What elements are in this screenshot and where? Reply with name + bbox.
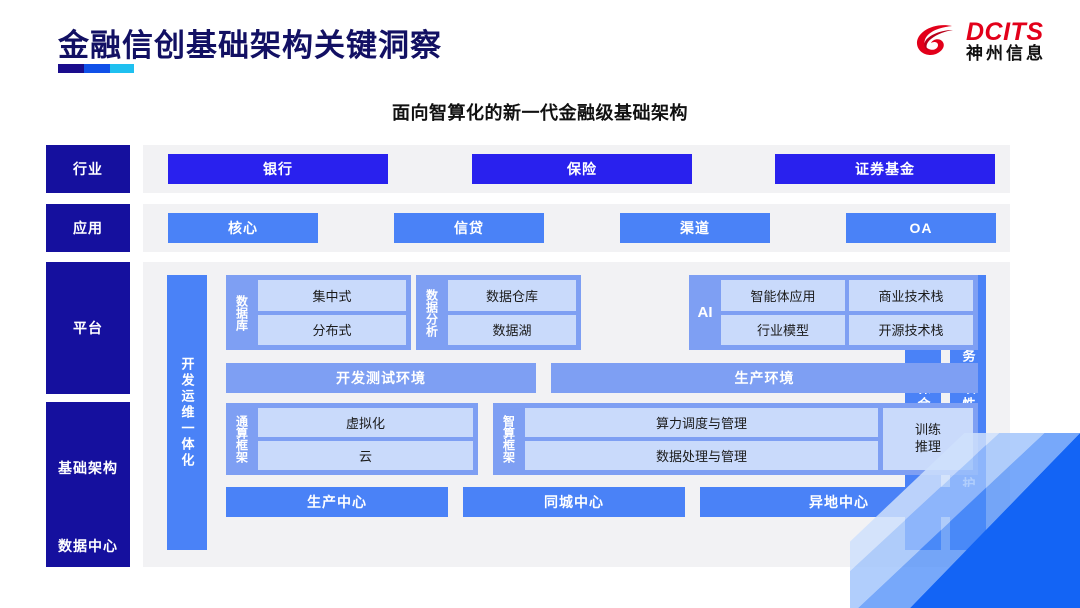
cell-commercial-tech-stack[interactable]: 商业技术栈 xyxy=(849,280,973,311)
group-intelligent-compute-framework: 智算框架 算力调度与管理 数据处理与管理 训练 推理 xyxy=(493,403,978,475)
vertical-bar-devops[interactable]: 开发运维一体化 xyxy=(167,275,207,550)
cell-industry-model[interactable]: 行业模型 xyxy=(721,314,845,345)
group-ai-label: AI xyxy=(697,304,713,321)
page-header: 金融信创基础架构关键洞察 DCITS 神州信息 xyxy=(0,0,1080,92)
industry-chip-bank[interactable]: 银行 xyxy=(168,154,388,184)
group-database: 数据库 集中式 分布式 xyxy=(226,275,411,350)
cell-data-processing[interactable]: 数据处理与管理 xyxy=(525,441,878,470)
cell-virtualization[interactable]: 虚拟化 xyxy=(258,408,473,437)
diagram-subtitle: 面向智算化的新一代金融级基础架构 xyxy=(392,103,688,123)
group-data-analysis-label: 数据分析 xyxy=(424,288,439,337)
application-panel: 核心 信贷 渠道 OA xyxy=(143,204,1010,252)
group-database-label: 数据库 xyxy=(234,294,249,331)
platform-work-area: 数据库 集中式 分布式 数据分析 数据仓库 数据湖 AI 智能体应用 xyxy=(226,275,978,550)
group-intelligent-compute-label: 智算框架 xyxy=(501,415,516,463)
sidebar-item-datacenter[interactable]: 数据中心 xyxy=(46,525,130,567)
cell-opensource-tech-stack[interactable]: 开源技术栈 xyxy=(849,314,973,345)
application-chip-core[interactable]: 核心 xyxy=(168,213,318,243)
company-logo: DCITS 神州信息 xyxy=(912,18,1046,64)
application-chip-credit[interactable]: 信贷 xyxy=(394,213,544,243)
cell-distributed[interactable]: 分布式 xyxy=(258,314,406,345)
logo-text-en: DCITS xyxy=(966,17,1044,46)
sidebar-item-platform[interactable]: 平台 xyxy=(46,262,130,394)
sidebar-item-infrastructure[interactable]: 基础架构 xyxy=(46,402,130,534)
datacenter-bar-remote[interactable]: 异地中心 xyxy=(700,487,978,517)
industry-chip-insurance[interactable]: 保险 xyxy=(472,154,692,184)
cell-agent-application[interactable]: 智能体应用 xyxy=(721,280,845,311)
accent-segment-navy xyxy=(58,64,84,73)
application-chip-oa[interactable]: OA xyxy=(846,213,996,243)
cell-data-lake[interactable]: 数据湖 xyxy=(448,314,576,345)
cell-data-warehouse[interactable]: 数据仓库 xyxy=(448,280,576,311)
cell-compute-scheduling[interactable]: 算力调度与管理 xyxy=(525,408,878,437)
group-ai: AI 智能体应用 商业技术栈 行业模型 开源技术栈 xyxy=(689,275,978,350)
sidebar-item-application[interactable]: 应用 xyxy=(46,204,130,252)
dcits-swirl-icon xyxy=(912,18,958,64)
env-bar-dev-test[interactable]: 开发测试环境 xyxy=(226,363,536,393)
group-general-compute-label: 通算框架 xyxy=(234,415,249,463)
env-bar-production[interactable]: 生产环境 xyxy=(551,363,978,393)
architecture-diagram: 行业 应用 平台 基础架构 数据中心 银行 保险 证券基金 核心 信贷 渠道 O… xyxy=(0,140,1080,570)
industry-chip-securities-fund[interactable]: 证券基金 xyxy=(775,154,995,184)
datacenter-bar-production[interactable]: 生产中心 xyxy=(226,487,448,517)
datacenter-bar-same-city[interactable]: 同城中心 xyxy=(463,487,685,517)
cell-centralized[interactable]: 集中式 xyxy=(258,280,406,311)
group-general-compute-framework: 通算框架 虚拟化 云 xyxy=(226,403,478,475)
title-accent-bar xyxy=(58,64,134,73)
cell-training-inference[interactable]: 训练 推理 xyxy=(883,408,973,470)
logo-text-cn: 神州信息 xyxy=(966,44,1046,64)
platform-infrastructure-panel: 开发运维一体化 等保合规安全 业务连续性及数据保护 数据库 集中式 分布式 数据… xyxy=(143,262,1010,567)
industry-panel: 银行 保险 证券基金 xyxy=(143,145,1010,193)
page-title: 金融信创基础架构关键洞察 xyxy=(58,28,442,63)
application-chip-channel[interactable]: 渠道 xyxy=(620,213,770,243)
accent-segment-blue xyxy=(84,64,110,73)
accent-segment-cyan xyxy=(110,64,134,73)
sidebar-item-industry[interactable]: 行业 xyxy=(46,145,130,193)
cell-cloud[interactable]: 云 xyxy=(258,441,473,470)
group-data-analysis: 数据分析 数据仓库 数据湖 xyxy=(416,275,581,350)
